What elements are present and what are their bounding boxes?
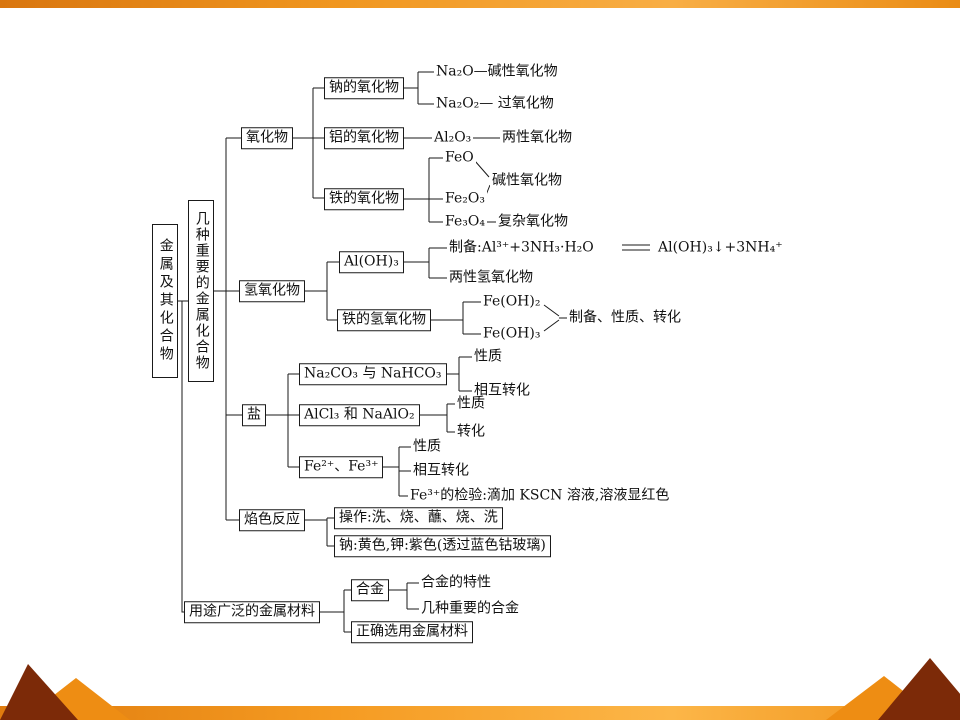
- node-root: 金属及其化合物: [152, 224, 178, 378]
- equation-equals-sign: [622, 244, 650, 251]
- node-iron-ions: Fe²⁺、Fe³⁺: [299, 456, 384, 478]
- leaf-iron-ions-conversion: 相互转化: [411, 462, 471, 480]
- leaf-aloh3-preparation-right: Al(OH)₃↓+3NH₄⁺: [656, 239, 785, 257]
- node-sodium-oxides: 钠的氧化物: [324, 77, 404, 99]
- leaf-feo: FeO: [443, 149, 476, 167]
- leaf-aluminum-salts-property: 性质: [455, 395, 487, 413]
- leaf-aluminum-salts-conversion: 转化: [455, 423, 487, 441]
- brace-connector-lines: [474, 160, 560, 332]
- node-hydroxides: 氢氧化物: [239, 280, 305, 302]
- leaf-fe3-test: Fe³⁺的检验:滴加 KSCN 溶液,溶液显红色: [408, 487, 672, 505]
- node-carbonates: Na₂CO₃ 与 NaHCO₃: [299, 363, 447, 385]
- node-aluminum-salts: AlCl₃ 和 NaAlO₂: [299, 404, 420, 426]
- leaf-feoh3: Fe(OH)₃: [481, 325, 543, 343]
- leaf-iron-ions-property: 性质: [411, 438, 443, 456]
- leaf-al2o3: Al₂O₃: [432, 129, 474, 147]
- node-flame-colors: 钠:黄色,钾:紫色(透过蓝色钴玻璃): [334, 535, 551, 557]
- bottom-decoration: [0, 658, 960, 720]
- node-select-materials: 正确选用金属材料: [351, 621, 473, 643]
- leaf-carbonates-conversion: 相互转化: [472, 382, 532, 400]
- node-metal-materials: 用途广泛的金属材料: [184, 601, 320, 623]
- node-alloy: 合金: [351, 579, 389, 601]
- bottom-right-dark-triangle: [878, 658, 960, 720]
- leaf-alloy-important: 几种重要的合金: [419, 600, 521, 618]
- leaf-aloh3-preparation-left: 制备:Al³⁺+3NH₃·H₂O: [447, 239, 596, 257]
- leaf-feoh2: Fe(OH)₂: [481, 293, 543, 311]
- leaf-amphoteric-hydroxide: 两性氢氧化物: [447, 269, 535, 287]
- node-flame-reaction: 焰色反应: [239, 509, 305, 531]
- node-flame-operation: 操作:洗、烧、蘸、烧、洗: [334, 507, 503, 529]
- top-accent-bar: [0, 0, 960, 8]
- node-aloh3: Al(OH)₃: [339, 251, 404, 273]
- leaf-iron-hydroxide-note: 制备、性质、转化: [567, 309, 683, 327]
- leaf-complex-oxide: 复杂氧化物: [496, 213, 570, 231]
- leaf-na2o-basic-oxide: Na₂O—碱性氧化物: [434, 63, 560, 81]
- node-iron-hydroxides: 铁的氢氧化物: [337, 309, 431, 331]
- bottom-accent-bar: [0, 706, 960, 720]
- leaf-alloy-feature: 合金的特性: [419, 574, 493, 592]
- leaf-fe2o3: Fe₂O₃: [443, 190, 487, 208]
- node-important-compounds-label: 几种重要的金属化合物: [193, 211, 210, 371]
- leaf-basic-oxide: 碱性氧化物: [490, 172, 564, 190]
- node-aluminum-oxides: 铝的氧化物: [324, 127, 404, 149]
- node-root-label: 金属及其化合物: [157, 238, 174, 364]
- node-important-compounds: 几种重要的金属化合物: [188, 200, 214, 382]
- leaf-fe3o4: Fe₃O₄: [443, 213, 487, 231]
- node-oxides: 氧化物: [241, 127, 293, 149]
- leaf-amphoteric-oxide: 两性氧化物: [500, 129, 574, 147]
- leaf-na2o2-peroxide: Na₂O₂— 过氧化物: [434, 95, 556, 113]
- node-iron-oxides: 铁的氧化物: [324, 188, 404, 210]
- bottom-left-dark-triangle: [0, 664, 78, 720]
- node-salts: 盐: [242, 404, 266, 426]
- leaf-carbonates-property: 性质: [472, 348, 504, 366]
